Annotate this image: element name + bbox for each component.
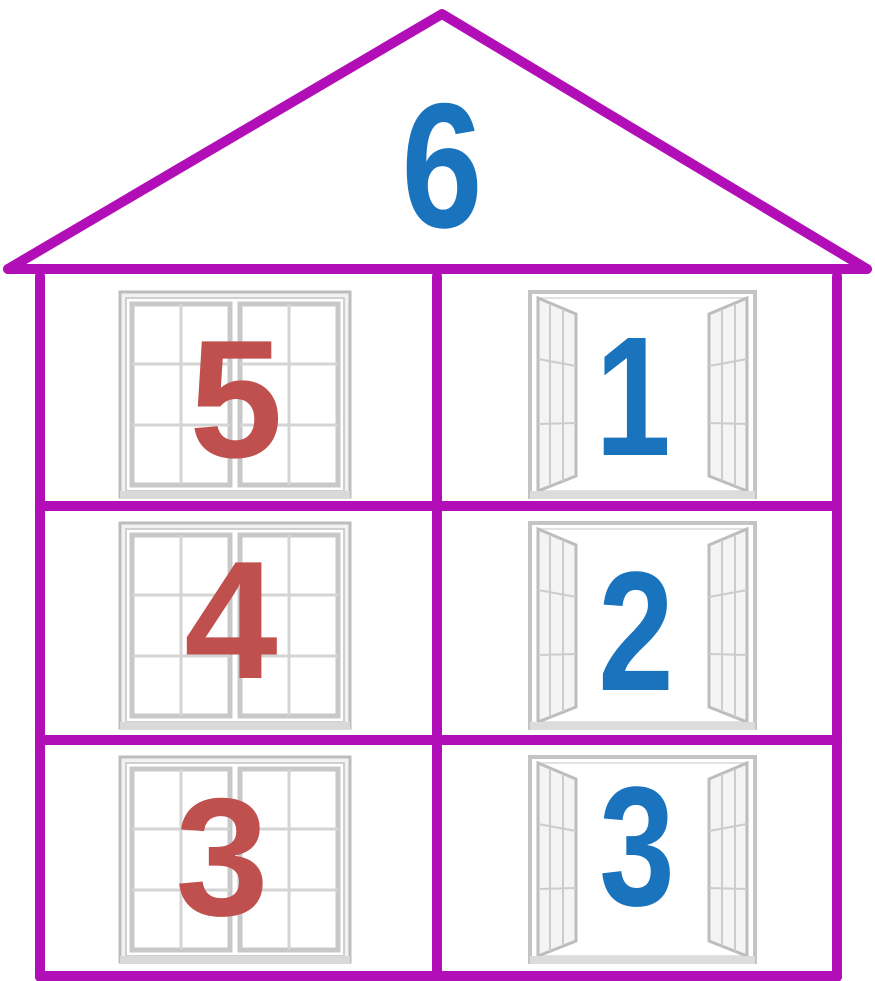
row-3-right-number: 3 [599,752,675,942]
row-2-left-number: 4 [184,526,277,714]
row-1-right-number: 1 [595,302,671,492]
row-3-left-number: 3 [175,763,268,951]
row-2-right-number: 2 [598,537,674,727]
roof-number: 6 [401,67,482,265]
row-1-left-number: 5 [189,305,282,493]
